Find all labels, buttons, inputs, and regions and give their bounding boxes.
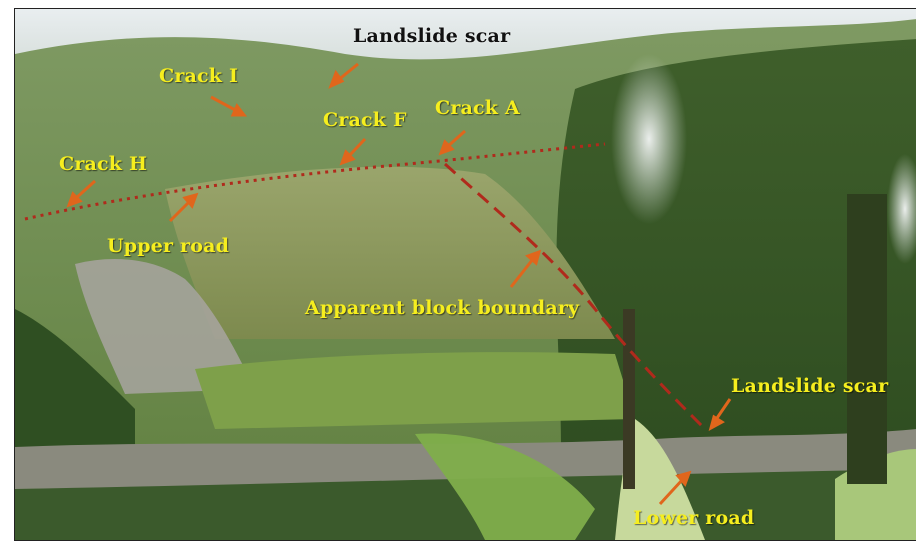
arrow-head [328,69,345,89]
arrow-head [182,192,199,209]
tree-trunk [847,194,887,484]
arrow [346,137,367,159]
arrows [66,62,732,506]
forest-lower-left [15,309,135,469]
open-slope [165,166,615,339]
arrow-head [708,414,725,432]
arrow [168,199,192,223]
arrow [210,95,238,113]
arrow-head [438,139,455,156]
banana-leaf [415,433,595,540]
arrow-head [525,249,542,266]
banana-leaf [615,419,705,540]
arrow-head [675,470,692,487]
arrow [658,477,685,506]
label-landslide-scar-top: Landslide scar [353,25,511,47]
block-boundary-line [443,162,707,431]
arrow [73,179,97,201]
arrow-head [339,149,356,166]
steam-plume [611,54,687,224]
arrow [509,258,535,288]
arrow-head [66,191,83,208]
label-crack-i: Crack I [159,65,239,87]
landslide-photo [15,9,916,540]
tree-trunk [623,309,635,489]
label-crack-a: Crack A [435,97,520,119]
steam-plume [887,154,916,264]
arrow [446,129,466,149]
photo-frame: Landslide scar Crack I Crack F Crack A C… [14,8,916,541]
label-upper-road: Upper road [107,235,230,257]
label-lower-road: Lower road [633,507,755,529]
field [195,352,635,429]
label-crack-f: Crack F [323,109,407,131]
arrow [713,398,732,422]
crack-line [24,142,606,221]
label-crack-h: Crack H [59,153,148,175]
arrow-head [230,103,248,117]
bare-scar-left [75,259,255,394]
label-landslide-scar-right: Landslide scar [731,375,889,397]
label-block-boundary: Apparent block boundary [305,297,580,319]
